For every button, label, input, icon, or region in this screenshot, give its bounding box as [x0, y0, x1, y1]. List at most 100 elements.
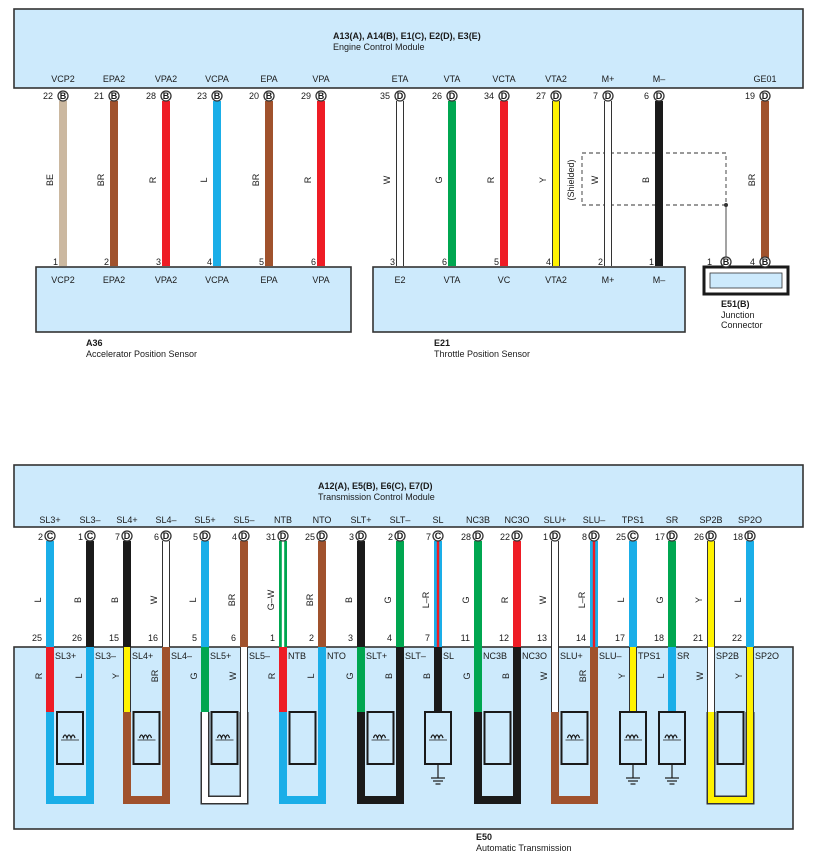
sensor-terminal-label: VC [498, 275, 511, 285]
wire-color-code: BR [305, 593, 315, 606]
sensor-pin-number: 2 [104, 257, 109, 267]
inner-wire-nc3b [474, 647, 482, 712]
sensor-pin-number: 1 [649, 257, 654, 267]
inner-wire-sl5p [201, 647, 209, 712]
e51-pin-number: 4 [750, 257, 755, 267]
e50-pin-number: 18 [654, 633, 664, 643]
inner-wire-sp2b-body [708, 647, 714, 712]
wire-color-code: W [590, 175, 600, 184]
wire-color-code: BE [45, 174, 55, 186]
ecm-terminal-label: VCTA [492, 74, 515, 84]
inner-wire-nto-body [318, 647, 326, 712]
wire-nto [318, 541, 326, 647]
tcm-pin-sp2o-circle [744, 530, 756, 542]
ecm-terminal-label: EPA [260, 74, 277, 84]
inner-color-code: W [228, 671, 238, 680]
tcm-terminal-label: SL4– [155, 515, 176, 525]
inner-wire-nc3o [513, 647, 521, 712]
component-box [424, 711, 452, 765]
inner-wire-tps1-body [630, 647, 636, 712]
tcm-pin-number: 31 [266, 532, 276, 542]
inner-wire-nc3o-body [513, 647, 521, 712]
tcm-pin-nto-letter: D [319, 531, 326, 541]
tcm-pin-sl-letter: C [435, 531, 442, 541]
inner-wire-sl [434, 647, 442, 712]
sensor-terminal-label: EPA [260, 275, 277, 285]
tcm-pin-ntb-circle [277, 530, 289, 542]
tcm-pin-nc3b-circle [472, 530, 484, 542]
wire-epa [265, 101, 273, 266]
component-box [366, 711, 395, 765]
component-slsol [424, 711, 452, 785]
wire-sl3p [46, 541, 54, 647]
ecm-pin-mminus-letter: D [656, 91, 663, 101]
ecm-pin-vta2-circle [550, 90, 562, 102]
e50-terminal-label: SLT+ [366, 651, 387, 661]
tcm-pin-sl4p-letter: D [124, 531, 131, 541]
ecm-pin-number: 29 [301, 91, 311, 101]
wire-sl4m-body [163, 541, 169, 647]
ecm-name: Engine Control Module [333, 42, 425, 52]
tcm-pin-sltm-circle [394, 530, 406, 542]
wire-color-code: R [303, 176, 313, 183]
wire-color-code: B [110, 597, 120, 603]
wire-epa-body [265, 101, 273, 266]
loop-wire [123, 712, 170, 804]
wire-color-code: L–R [577, 591, 587, 608]
wire-vta2 [552, 101, 560, 266]
component-box [619, 711, 647, 765]
tcm-pin-sltp-circle [355, 530, 367, 542]
e51-pin-1-circle [720, 256, 732, 268]
tcm-pin-number: 18 [733, 532, 743, 542]
wire-color-code: R [148, 176, 158, 183]
shield-enclosure: (Shielded) [566, 152, 728, 262]
loop-wire [202, 712, 247, 803]
tcm-pin-number: 22 [500, 532, 510, 542]
tcm-terminal-label: SP2O [738, 515, 762, 525]
tcm-pin-slup-circle [549, 530, 561, 542]
e51-name-1: Junction [721, 310, 755, 320]
coil-symbol [664, 734, 678, 740]
wire-sltm-body [396, 541, 404, 647]
wire-eta-body [397, 101, 403, 266]
wire-color-code: R [500, 596, 510, 603]
inner-wire-slum [590, 647, 598, 712]
inner-wire-sp2b [707, 647, 715, 712]
inner-color-code: B [501, 673, 511, 679]
ecm-pin-number: 6 [644, 91, 649, 101]
wire-color-code: W [149, 595, 159, 604]
loop-sl3p [46, 712, 94, 804]
ecm-pin-number: 7 [593, 91, 598, 101]
sensor-terminal-label: VCPA [205, 275, 229, 285]
tcm-terminal-label: SL3+ [39, 515, 60, 525]
e50-pin-number: 25 [32, 633, 42, 643]
inner-color-code: BR [578, 669, 588, 682]
sensor-terminal-label: EPA2 [103, 275, 125, 285]
e50-pin-number: 22 [732, 633, 742, 643]
inner-wire-slum-body [590, 647, 598, 712]
e51-pin-4-circle [759, 256, 771, 268]
tcm-terminal-label: SLT– [390, 515, 411, 525]
tcm-pin-sl4p-circle [121, 530, 133, 542]
tcm-pin-number: 6 [154, 532, 159, 542]
wire-mplus [604, 101, 612, 266]
inner-wire-nc3b-body [474, 647, 482, 712]
ecm-terminal-label: VCPA [205, 74, 229, 84]
inner-wire-ntb [279, 647, 287, 712]
wire-sp2b-body [708, 541, 714, 647]
wire-sl3p-body [46, 541, 54, 647]
inner-wire-sltm [396, 647, 404, 712]
wire-epa2-body [110, 101, 118, 266]
wire-color-code: G [434, 176, 444, 183]
tcm-pin-tps1-letter: C [630, 531, 637, 541]
tcm-pin-number: 1 [543, 532, 548, 542]
ecm-pin-vcp2-letter: B [60, 91, 67, 101]
tcm-pin-sl5m-circle [238, 530, 250, 542]
ecm-pin-number: 34 [484, 91, 494, 101]
wire-tps1-body [629, 541, 637, 647]
ecm-terminal-label: EPA2 [103, 74, 125, 84]
wire-color-code: L [616, 597, 626, 602]
wire-color-code: BR [227, 593, 237, 606]
ecm-pin-number: 35 [380, 91, 390, 101]
